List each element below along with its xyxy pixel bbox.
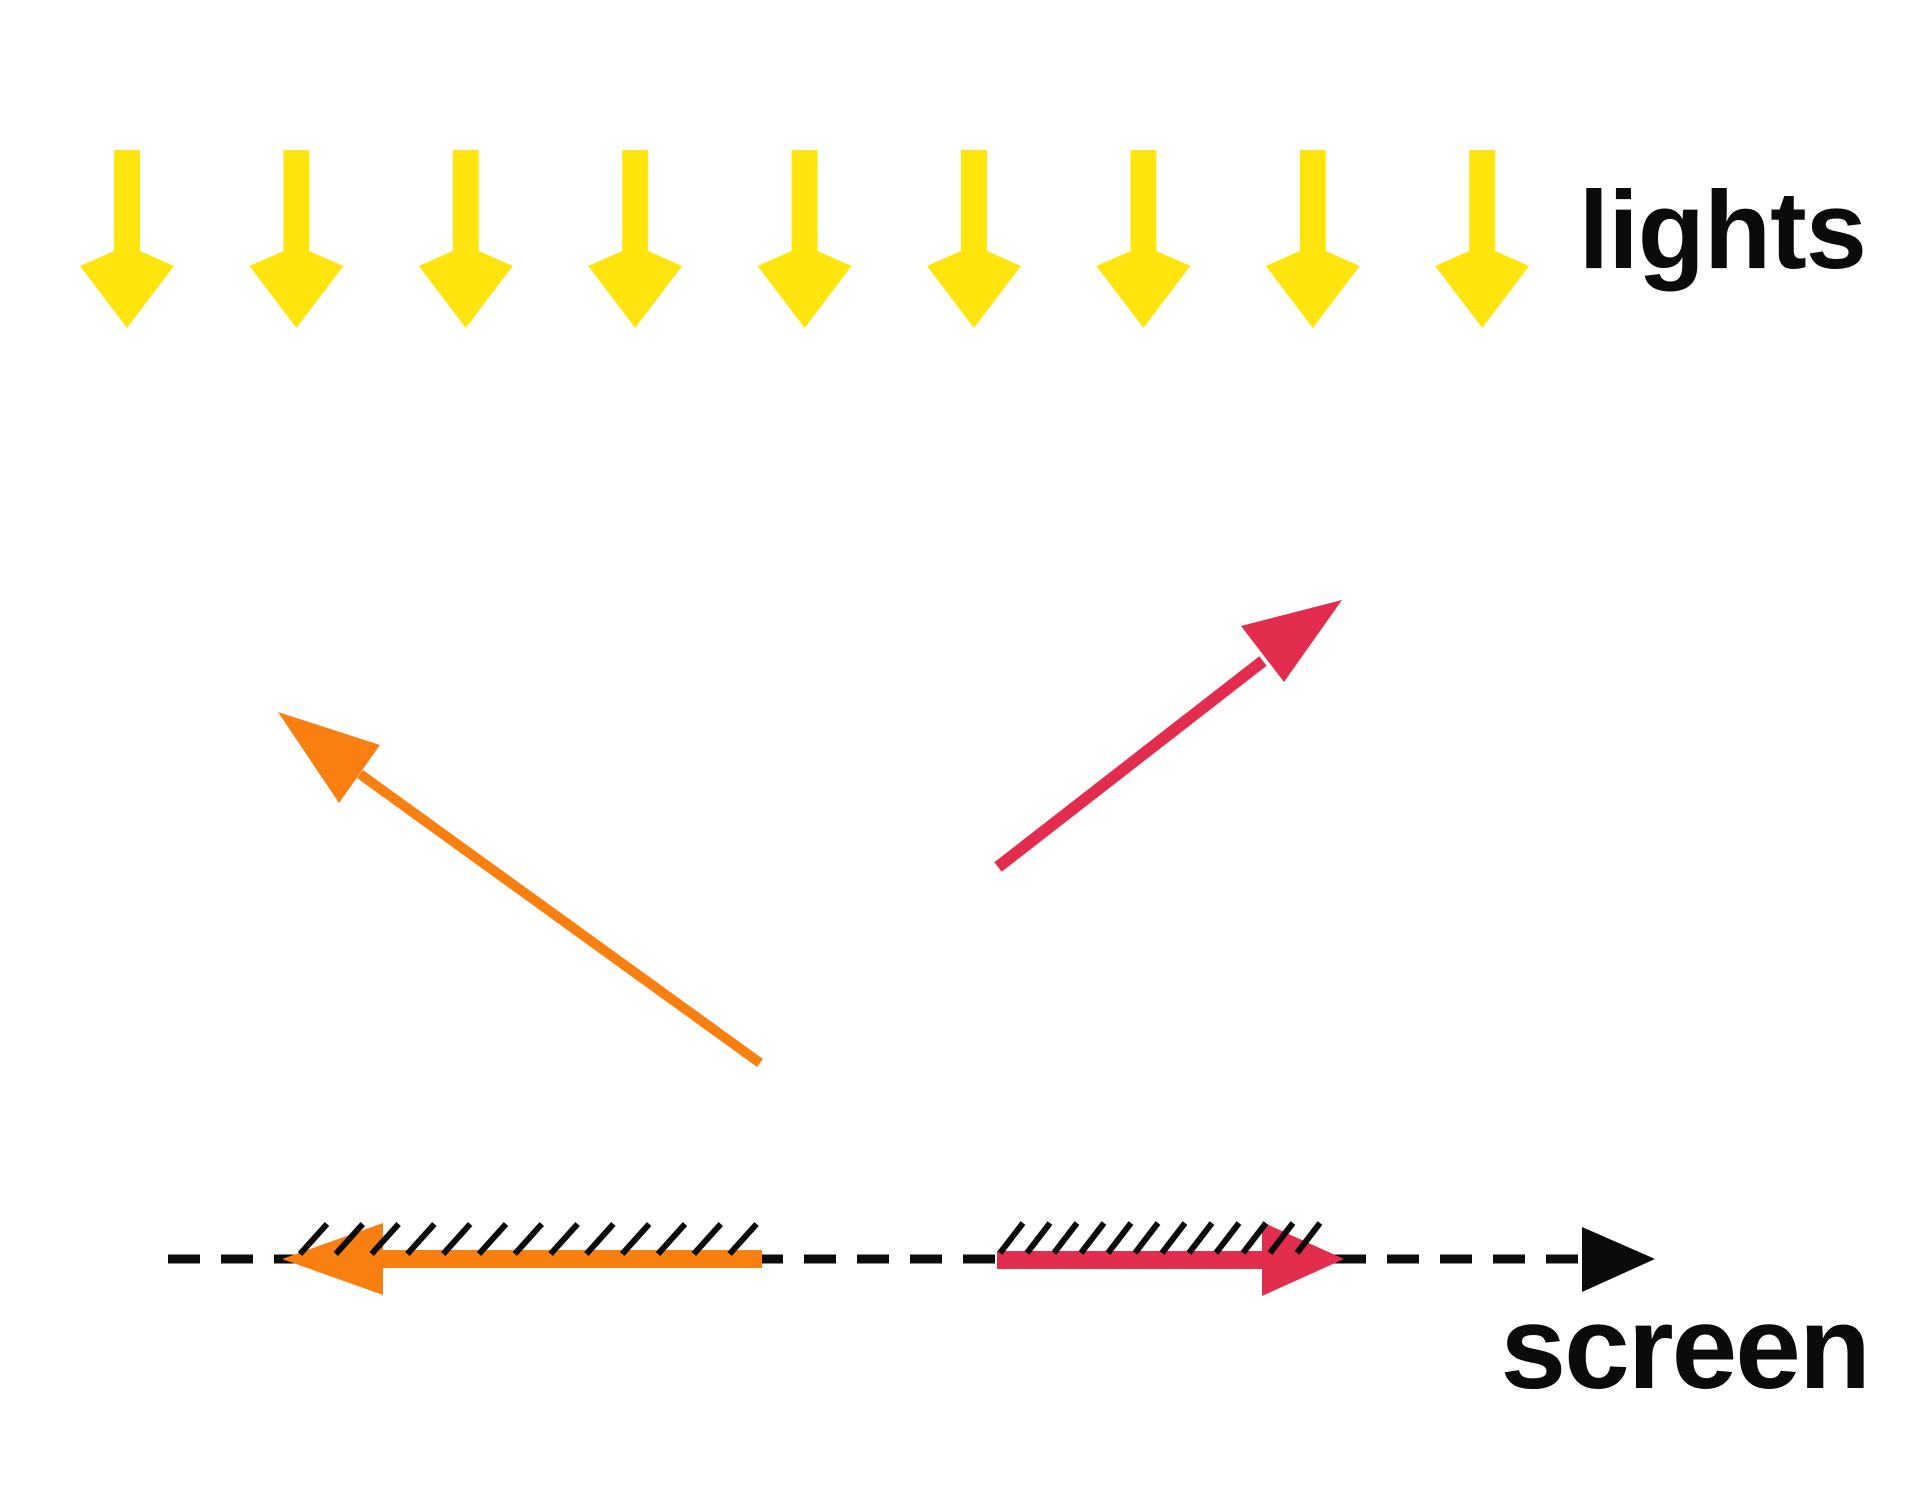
crimson-ray-up-right-shaft [994, 656, 1267, 872]
light-ray-arrow-icon [1096, 150, 1191, 328]
hatch-right-hatch-mark [1159, 1221, 1188, 1255]
hatch-right-hatch-mark [997, 1221, 1026, 1255]
light-rays-group [80, 150, 1530, 328]
hatch-left-hatch-mark [405, 1221, 437, 1257]
hatch-left-hatch-mark [297, 1221, 330, 1257]
hatch-right-hatch-mark [1240, 1221, 1269, 1255]
hatch-left-hatch-mark [512, 1221, 545, 1257]
hatch-left-hatch-mark [369, 1221, 401, 1257]
hatch-right-hatch-mark [1078, 1221, 1107, 1255]
orange-screen-arrow-left [282, 1223, 762, 1295]
hatch-right-hatch-mark [1267, 1221, 1296, 1255]
screen-label: screen [1500, 1282, 1869, 1414]
hatch-left-hatch-mark [584, 1221, 616, 1257]
orange-ray-up-left-shaft [357, 769, 763, 1068]
light-ray-arrow-icon [927, 150, 1021, 328]
screen-line-arrowhead-icon [1582, 1227, 1655, 1292]
light-ray-arrow-icon [1265, 150, 1360, 328]
light-ray-arrow-icon [757, 150, 852, 328]
light-ray-arrow-icon [588, 150, 683, 328]
crimson-screen-arrow-right [997, 1222, 1344, 1296]
hatch-right-hatch-mark [1186, 1221, 1215, 1255]
orange-ray-up-left-arrowhead-icon [278, 712, 380, 803]
hatch-left-hatch-mark [691, 1221, 724, 1257]
hatch-right-hatch-mark [1294, 1221, 1323, 1255]
hatch-left-hatch-mark [476, 1221, 509, 1257]
hatch-left-hatch-mark [440, 1221, 473, 1257]
screen-wave-arrows-group [282, 1222, 1344, 1296]
hatch-left-hatch-mark [619, 1221, 652, 1257]
light-ray-arrow-icon [418, 150, 513, 328]
hatch-left-hatch-mark [655, 1221, 688, 1257]
lights-label: lights [1579, 169, 1866, 292]
hatch-right-hatch-mark [1213, 1221, 1242, 1255]
light-ray-arrow-icon [249, 150, 344, 328]
light-ray-arrow-icon [80, 150, 174, 328]
hatch-right-hatch-mark [1105, 1221, 1134, 1255]
hatch-left-hatch-mark [548, 1221, 580, 1257]
hatch-left-hatch-mark [333, 1221, 366, 1257]
hatch-left-hatch-mark [727, 1221, 759, 1257]
hatch-right-hatch-mark [1024, 1221, 1053, 1255]
hatch-marks-group [297, 1221, 1323, 1257]
hatch-right-hatch-mark [1051, 1221, 1080, 1255]
hatch-right-hatch-mark [1132, 1221, 1161, 1255]
scattered-rays-group [278, 600, 1342, 1068]
crimson-ray-up-right-arrowhead-icon [1241, 600, 1342, 682]
light-ray-arrow-icon [1435, 150, 1530, 328]
